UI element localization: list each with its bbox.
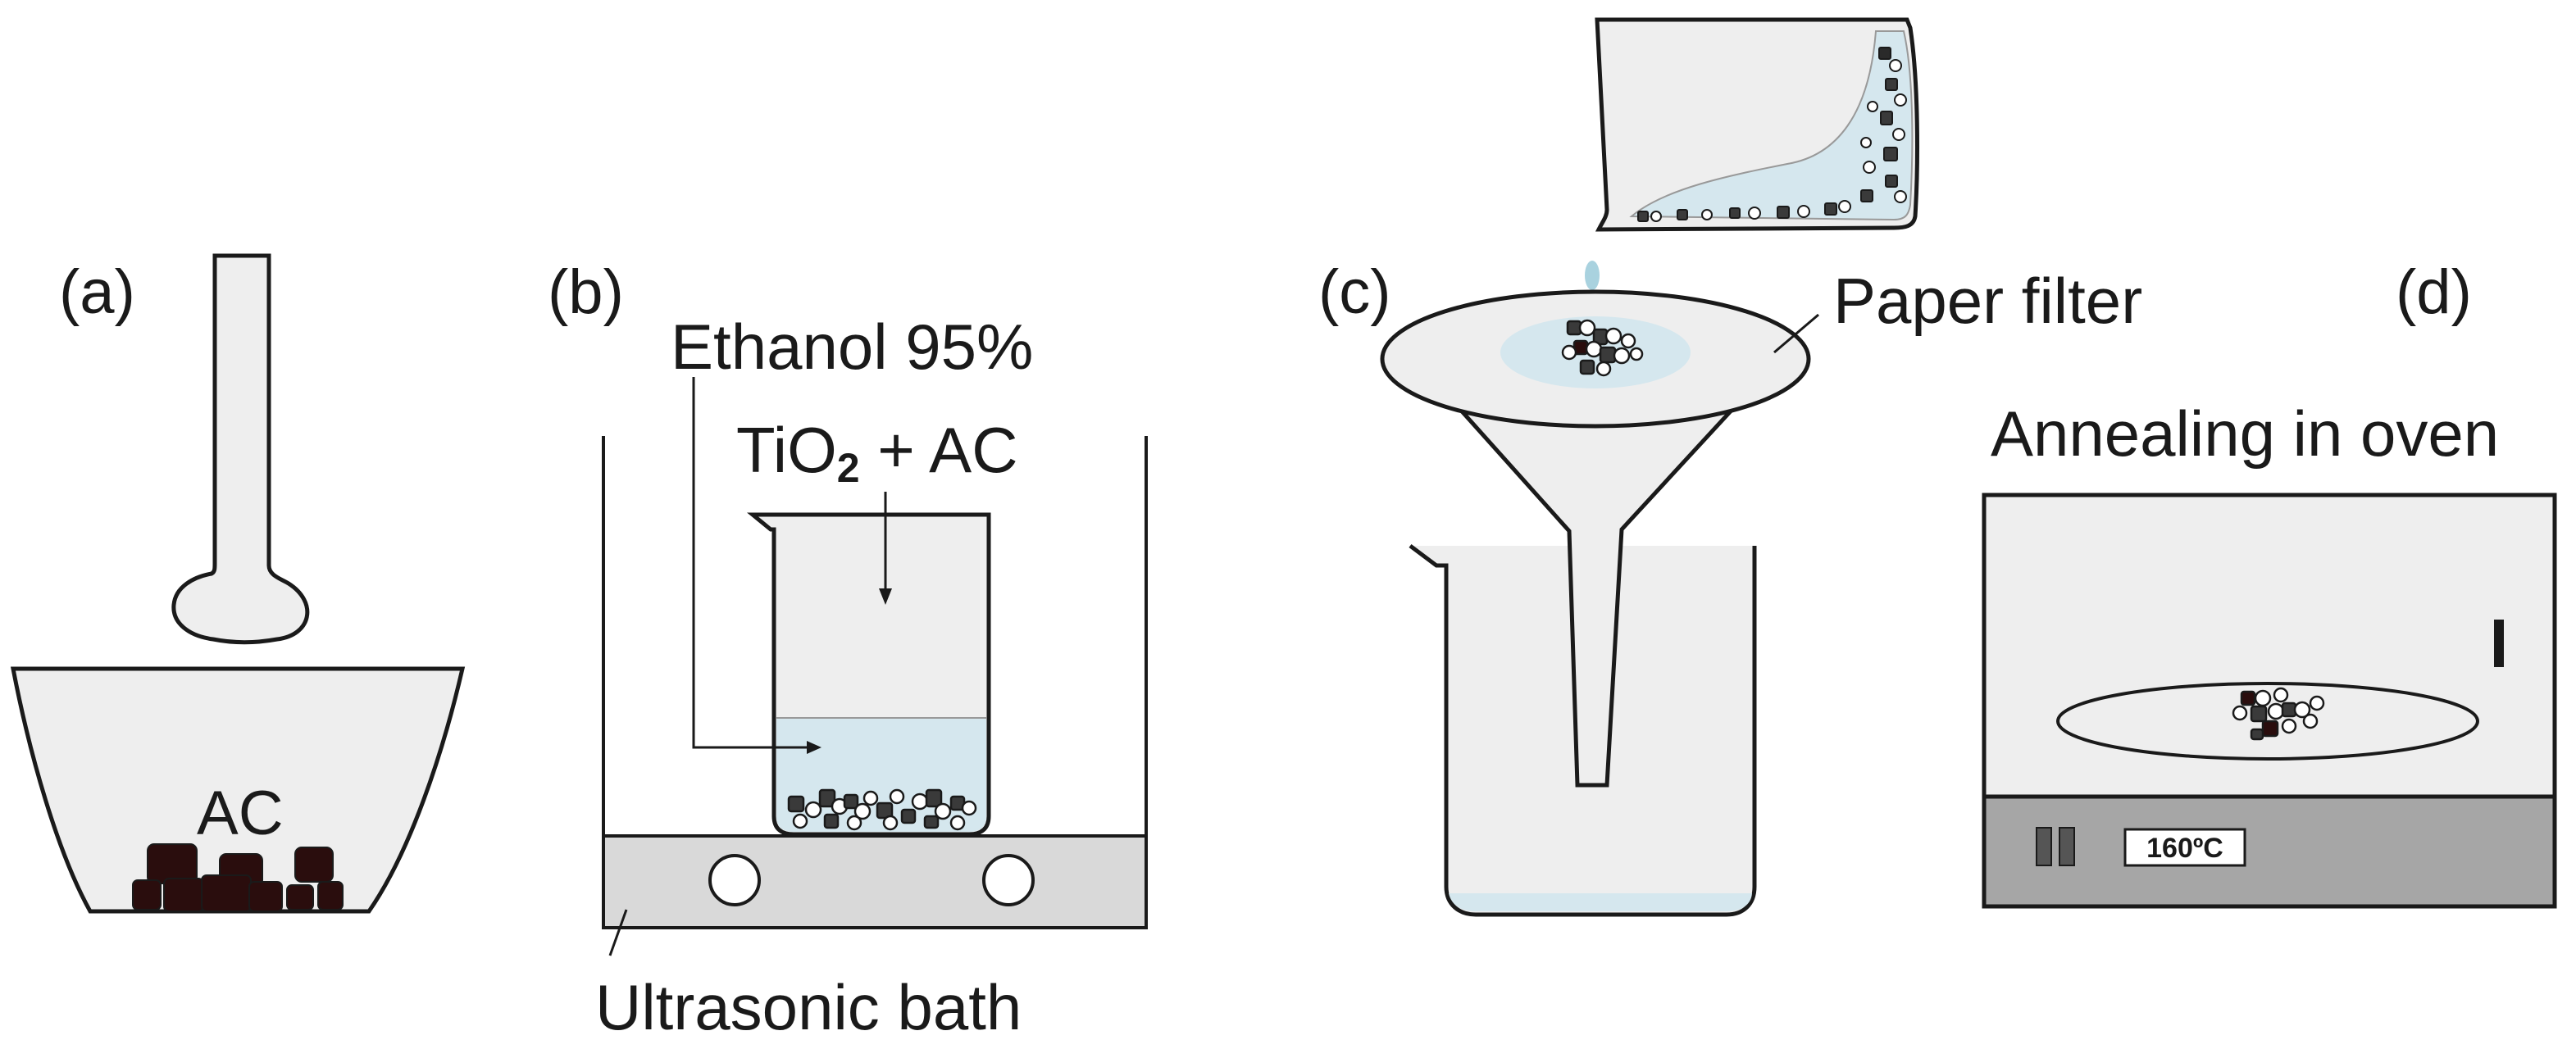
ethanol-label: Ethanol 95%	[671, 311, 1033, 383]
mixture-label: TiO2 + AC	[736, 414, 1018, 491]
tio2-ac-particles	[787, 788, 977, 831]
ultrasonic-bath-base	[602, 834, 1148, 929]
pouring-particles	[1637, 47, 1907, 222]
filter-pointer	[1773, 313, 1819, 354]
pouring-liquid	[1629, 30, 1914, 221]
temperature-readout: 160ºC	[2146, 833, 2223, 864]
panel-d-label: (d)	[2396, 257, 2472, 327]
bath-label: Ultrasonic bath	[595, 971, 1022, 1043]
temperature-display	[2123, 828, 2246, 867]
filter-label: Paper filter	[1833, 265, 2142, 337]
pestle	[171, 253, 310, 645]
oven-door-handle	[2494, 620, 2504, 667]
oven-sample	[2232, 687, 2325, 741]
filter-residue	[1561, 319, 1644, 377]
ac-label: AC	[197, 779, 284, 848]
panel-c: (c)	[1318, 17, 2142, 917]
transducer-right	[982, 854, 1035, 906]
bath-pointer	[608, 909, 628, 956]
ac-chunks	[132, 843, 344, 912]
panel-b: (b)	[548, 257, 1148, 1043]
water-drop-top	[1585, 261, 1600, 290]
panel-d: (d) Annealing in oven 160ºC	[1982, 257, 2557, 909]
panel-a: (a) AC	[10, 253, 466, 914]
oven-knob-right	[2059, 827, 2075, 866]
panel-c-label: (c)	[1318, 257, 1391, 327]
transducer-left	[708, 854, 761, 906]
panel-a-label: (a)	[59, 257, 135, 327]
oven-title: Annealing in oven	[1991, 397, 2499, 470]
collecting-liquid	[1449, 893, 1752, 911]
ethanol-pointer	[692, 377, 812, 749]
oven-knob-left	[2036, 827, 2052, 866]
mortar	[10, 666, 466, 914]
panel-b-label: (b)	[548, 257, 624, 327]
oven-control-panel	[1982, 794, 2557, 909]
